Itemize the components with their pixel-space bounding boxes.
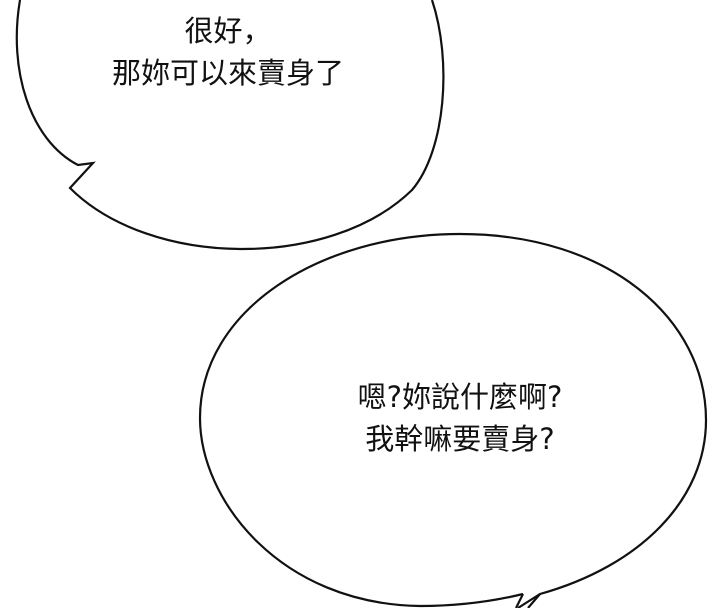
speech-bubble-bottom-text: 嗯?妳說什麼啊? 我幹嘛要賣身? — [300, 376, 620, 460]
speech-bubble-bottom-outline — [198, 232, 708, 608]
speech-line: 嗯?妳說什麼啊? — [357, 380, 563, 414]
speech-line: 很好， — [184, 14, 272, 48]
speech-line: 我幹嘛要賣身? — [365, 422, 555, 456]
speech-bubble-bottom-tail — [515, 593, 541, 608]
speech-bubble-top-outline — [15, 0, 445, 251]
speech-bubble-top-text: 很好， 那妳可以來賣身了 — [78, 10, 378, 94]
speech-line: 那妳可以來賣身了 — [111, 56, 344, 90]
